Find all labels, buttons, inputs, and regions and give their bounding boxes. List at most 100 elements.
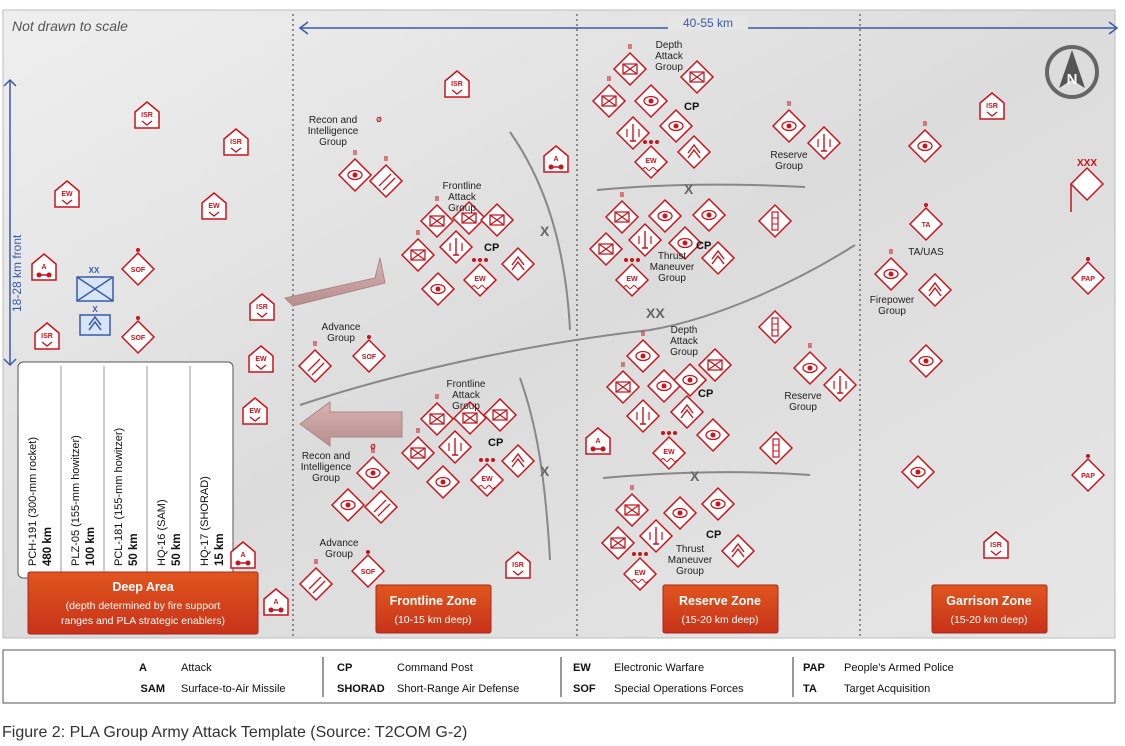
label-ta_uas-0: TA/UAS [908, 247, 944, 258]
legend-text-sam: Surface-to-Air Missile [181, 683, 286, 695]
inf-symbol-29: II [400, 230, 436, 273]
zone-reserve: Reserve Zone (15-20 km deep) [662, 584, 779, 634]
cp-symbol-92: CP [488, 437, 503, 449]
isr-symbol-7: ISR [505, 551, 531, 579]
svg-text:SOF: SOF [131, 335, 146, 342]
arm-symbol-70 [672, 362, 708, 398]
width-label: 40-55 km [683, 16, 733, 30]
range-col-2: PCL-181 (155-mm howitzer)50 km [113, 428, 140, 566]
label-advance_bottom-1: Group [325, 549, 353, 560]
svg-text:XX: XX [89, 266, 100, 275]
svg-text:Frontline Zone: Frontline Zone [390, 594, 477, 608]
label-firepower-1: Group [878, 306, 906, 317]
label-firepower-0: Firepower [870, 295, 915, 306]
north-arrow-icon: N [1045, 45, 1099, 99]
svg-text:ISR: ISR [451, 81, 463, 88]
svg-text:SOF: SOF [361, 569, 376, 576]
cp-symbol-93: CP [684, 101, 699, 113]
svg-text:EW: EW [208, 203, 220, 210]
svg-text:II: II [416, 230, 420, 237]
svg-text:PAP: PAP [1081, 473, 1095, 480]
svg-text:PCL-181 (155-mm howitzer): PCL-181 (155-mm howitzer) [113, 428, 125, 566]
label-reserve_bottom-1: Group [789, 402, 817, 413]
svg-text:A: A [595, 438, 600, 445]
arm-symbol-86: II [907, 121, 943, 164]
arm-symbol-73 [695, 417, 731, 453]
mrl-symbol-72 [669, 394, 705, 430]
svg-text:PCH-191 (300-mm rocket): PCH-191 (300-mm rocket) [27, 437, 39, 566]
recon-mark-top: Ø [376, 117, 382, 124]
sof-symbol-17: SOF [120, 248, 156, 287]
arm-symbol-81 [700, 486, 736, 522]
zone-garrison: Garrison Zone (15-20 km deep) [931, 584, 1048, 634]
isr-symbol-3: ISR [249, 293, 275, 321]
legend-text-cp: Command Post [397, 662, 473, 674]
svg-text:50 km: 50 km [128, 533, 140, 566]
arm-symbol-40 [425, 464, 461, 500]
legend-abbr-a: A [139, 662, 147, 674]
brigade-unit-x: X [79, 305, 111, 336]
svg-text:EW: EW [481, 476, 493, 483]
range-col-1: PLZ-05 (155-mm howitzer)100 km [70, 435, 97, 566]
ta-symbol-21: TA [908, 203, 944, 242]
range-table [17, 361, 234, 579]
svg-text:II: II [353, 150, 357, 157]
svg-text:II: II [384, 156, 388, 163]
label-advance_bottom-0: Advance [320, 538, 359, 549]
svg-text:EW: EW [634, 570, 646, 577]
svg-text:(15-20 km deep): (15-20 km deep) [950, 614, 1027, 626]
attack-arrow-bottom [299, 401, 403, 447]
rocket-symbol-65 [757, 203, 793, 239]
label-frontline_top-2: Group [448, 203, 476, 214]
legend-abbr-ta: TA [803, 683, 817, 695]
boundary-x-4: X [690, 468, 700, 484]
label-recon_bottom-1: Intelligence [301, 462, 352, 473]
adv-symbol-44 [363, 489, 399, 525]
label-reserve_top-1: Group [775, 161, 803, 172]
cp-symbol-94: CP [696, 240, 711, 252]
mrl-symbol-64 [700, 240, 736, 276]
arm-symbol-87: II [873, 249, 909, 292]
legend-text-ta: Target Acquisition [844, 683, 930, 695]
inf-symbol-82 [600, 525, 636, 561]
isr-symbol-0: ISR [134, 101, 160, 129]
label-depth_top-2: Group [655, 62, 683, 73]
recon-mark-bottom: Ø [370, 444, 376, 451]
label-depth_bottom-0: Depth [671, 325, 698, 336]
inf-symbol-47: II [612, 44, 648, 87]
sof-symbol-19: SOF [351, 335, 387, 374]
ewd-symbol-41: EW [469, 458, 505, 498]
svg-text:HQ-16 (SAM): HQ-16 (SAM) [156, 499, 168, 566]
arm-symbol-24: II [337, 150, 373, 193]
sam-symbol-77 [822, 367, 858, 403]
svg-text:HQ-17 (SHORAD): HQ-17 (SHORAD) [199, 476, 211, 566]
army-unit-xxx: XXX [1069, 158, 1105, 212]
division-unit-xx: XX [76, 266, 114, 302]
isr-symbol-5: ISR [979, 92, 1005, 120]
isr-symbol-2: ISR [444, 70, 470, 98]
arm-symbol-51 [658, 108, 694, 144]
attack-symbol-14: A [263, 588, 289, 616]
adv-symbol-46: II [298, 559, 334, 602]
ewd-symbol-63: EW [614, 258, 650, 298]
isr-symbol-6: ISR [983, 531, 1009, 559]
legend-abbr-sof: SOF [573, 683, 596, 695]
label-depth_top-1: Attack [655, 51, 684, 62]
legend-abbr-pap: PAP [803, 662, 825, 674]
sam-symbol-56 [806, 125, 842, 161]
inf-symbol-79: II [614, 485, 650, 528]
label-thrust_bottom-0: Thrust [676, 544, 705, 555]
label-thrust_top-0: Thrust [658, 251, 687, 262]
svg-text:II: II [435, 394, 439, 401]
label-advance_top-1: Group [327, 333, 355, 344]
isr-symbol-4: ISR [34, 322, 60, 350]
rocket-symbol-75 [757, 309, 793, 345]
label-thrust_top-2: Group [658, 273, 686, 284]
legend-abbr-ew: EW [573, 662, 591, 674]
front-label: 18-28 km front [10, 234, 24, 312]
inf-symbol-35: II [419, 394, 455, 437]
svg-text:II: II [889, 249, 893, 256]
arm-symbol-89 [908, 343, 944, 379]
svg-text:II: II [435, 196, 439, 203]
